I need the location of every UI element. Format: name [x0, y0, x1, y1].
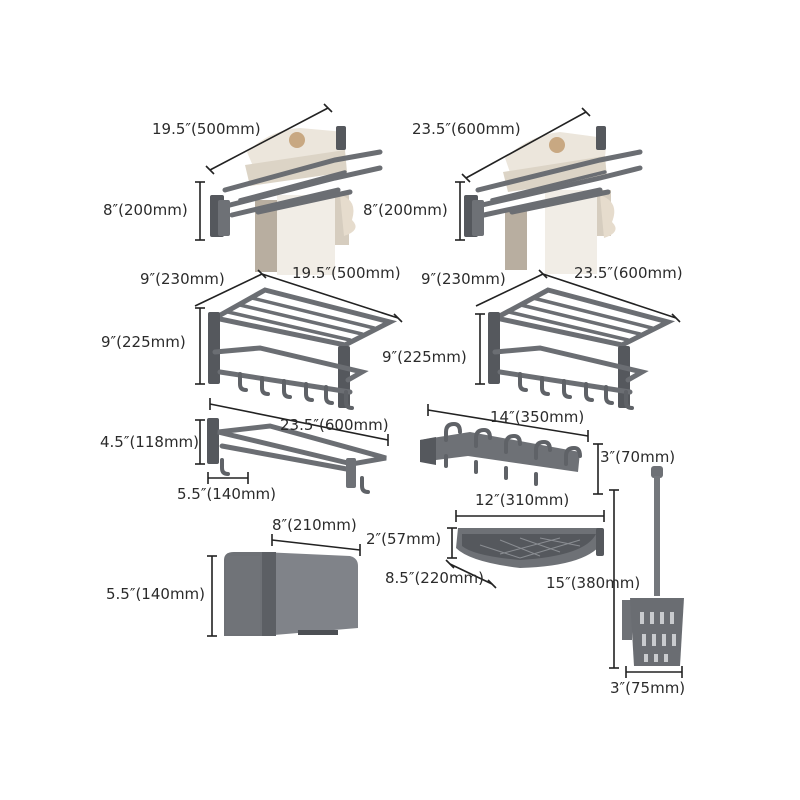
folding-rack-500-depth-label: 9″(230mm) [140, 270, 225, 288]
tissue-box: 8″(210mm) 5.5″(140mm) [106, 516, 361, 637]
single-bar-height-label: 4.5″(118mm) [100, 433, 199, 451]
towel-rack-600-width-label: 23.5″(600mm) [412, 120, 521, 138]
single-bar-depth-label: 5.5″(140mm) [177, 485, 276, 503]
toilet-brush-height-label: 15″(380mm) [546, 574, 640, 592]
folding-rack-500: 9″(230mm) 19.5″(500mm) 9″(225mm) [101, 264, 403, 410]
hook-rail-width-label: 14″(350mm) [490, 408, 584, 426]
single-bar-width-label: 23.5″(600mm) [280, 416, 389, 434]
folding-rack-600-depth-label: 9″(230mm) [421, 270, 506, 288]
folding-rack-600-width-label: 23.5″(600mm) [574, 264, 683, 282]
towel-rack-600: 23.5″(600mm) 8″(200mm) [363, 107, 643, 274]
toilet-brush: 15″(380mm) 3″(75mm) [546, 466, 685, 697]
corner-basket-height-label: 2″(57mm) [366, 530, 441, 548]
corner-basket-depth-label: 8.5″(220mm) [385, 569, 484, 587]
towel-rack-500-width-label: 19.5″(500mm) [152, 120, 261, 138]
hook-rail-height-label: 3″(70mm) [600, 448, 675, 466]
folding-rack-500-height-label: 9″(225mm) [101, 333, 186, 351]
single-towel-bar: 23.5″(600mm) 4.5″(118mm) 5.5″(140mm) [100, 398, 389, 503]
hook-rail: 14″(350mm) 3″(70mm) [420, 404, 675, 495]
towel-rack-600-height-label: 8″(200mm) [363, 201, 448, 219]
folding-rack-600: 9″(230mm) 23.5″(600mm) 9″(225mm) [382, 264, 683, 410]
toilet-brush-base-label: 3″(75mm) [610, 679, 685, 697]
corner-basket: 12″(310mm) 2″(57mm) 8.5″(220mm) [366, 491, 605, 589]
folding-rack-500-width-label: 19.5″(500mm) [292, 264, 401, 282]
towel-rack-500-height-label: 8″(200mm) [103, 201, 188, 219]
corner-basket-width-label: 12″(310mm) [475, 491, 569, 509]
towel-stack-image [245, 128, 356, 275]
towel-rack-500: 19.5″(500mm) 8″(200mm) [103, 103, 383, 275]
folding-rack-600-height-label: 9″(225mm) [382, 348, 467, 366]
tissue-box-width-label: 8″(210mm) [272, 516, 357, 534]
tissue-box-height-label: 5.5″(140mm) [106, 585, 205, 603]
